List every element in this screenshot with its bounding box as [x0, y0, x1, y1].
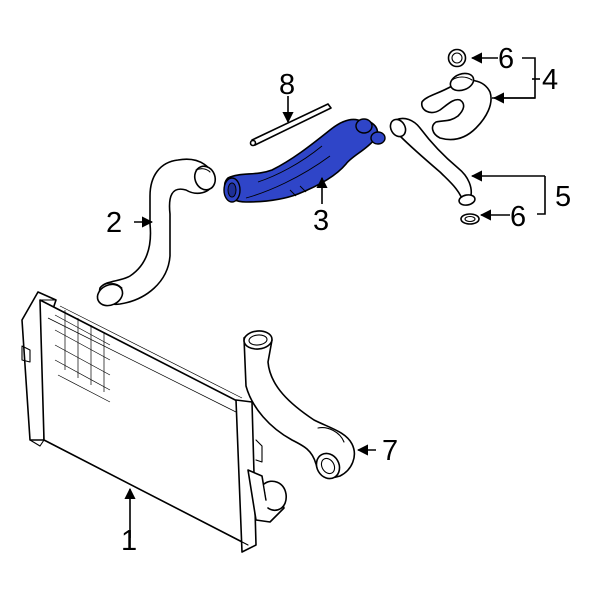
intercooler-fins [47, 305, 245, 417]
hose-part-7[interactable] [243, 330, 356, 483]
callout-1: 1 [121, 525, 137, 557]
hose-part-5[interactable] [387, 117, 476, 207]
intercooler-inlet-hose-part-2[interactable] [94, 158, 219, 309]
callouts: 1 2 3 4 5 6 6 7 8 [106, 43, 571, 557]
o-ring-part-6-top[interactable] [447, 48, 467, 68]
callout-7: 7 [382, 435, 398, 467]
intercooler-pipe-part-3[interactable] [223, 118, 386, 203]
leader-lines [124, 52, 546, 538]
callout-2: 2 [106, 207, 122, 239]
intercooler-part-1[interactable] [21, 291, 287, 553]
callout-8: 8 [279, 69, 295, 101]
hose-part-4[interactable] [420, 70, 492, 141]
callout-6-bottom: 6 [510, 201, 526, 233]
callout-4: 4 [542, 64, 558, 96]
callout-5: 5 [555, 181, 571, 213]
o-ring-part-6-bottom[interactable] [460, 213, 480, 225]
callout-3: 3 [313, 205, 329, 237]
callout-6-top: 6 [498, 43, 514, 75]
rod-part-8[interactable] [249, 103, 332, 147]
